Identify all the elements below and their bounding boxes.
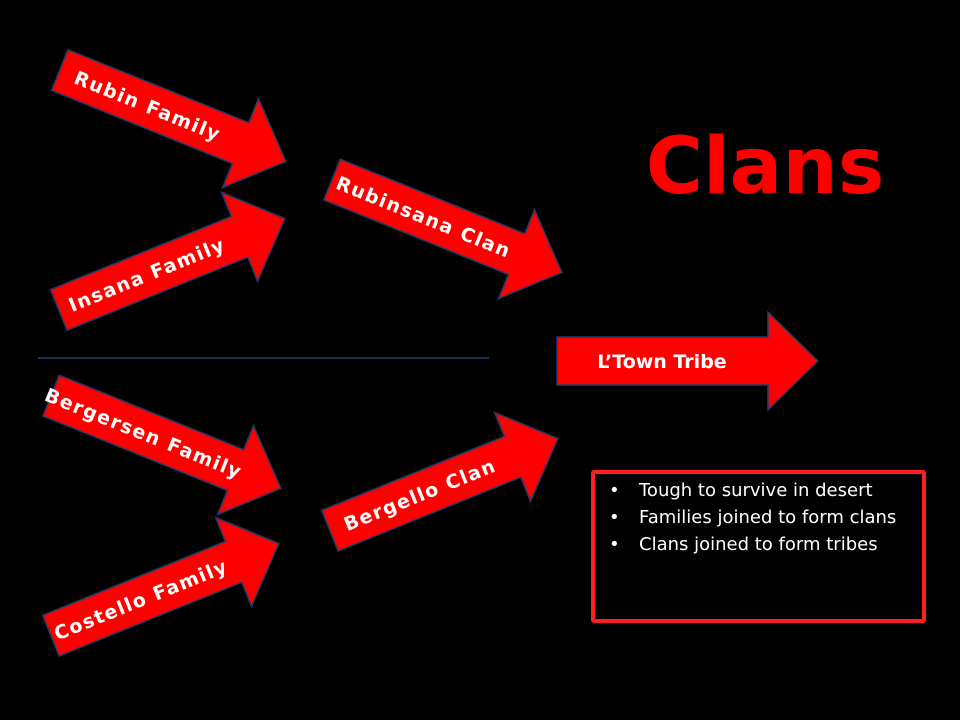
arrow-label: Bergersen Family <box>42 384 246 483</box>
family-arrow-costello: Costello Family <box>41 516 280 658</box>
arrow-label: L’Town Tribe <box>597 351 726 373</box>
bullet-text: Families joined to form clans <box>639 507 897 528</box>
arrow-shape <box>320 411 559 553</box>
clan-arrow-bergello: Bergello Clan <box>320 411 559 553</box>
bullet-icon: • <box>609 534 620 555</box>
arrow-shape <box>556 310 820 412</box>
arrow-shape <box>322 158 563 300</box>
info-box: • Tough to survive in desert • Families … <box>591 470 926 623</box>
arrow-shape <box>41 374 282 516</box>
family-arrow-insana: Insana Family <box>49 191 286 332</box>
tribe-arrow: L’Town Tribe <box>556 310 820 412</box>
bullet-item: • Families joined to form clans <box>609 507 916 528</box>
bullet-icon: • <box>609 480 620 501</box>
bullet-icon: • <box>609 507 620 528</box>
arrow-label: Rubinsana Clan <box>333 172 514 262</box>
family-arrow-rubin: Rubin Family <box>50 48 287 189</box>
arrow-shape <box>41 516 280 658</box>
bullet-text: Tough to survive in desert <box>639 480 873 501</box>
arrow-shape <box>49 191 286 332</box>
bullet-list: • Tough to survive in desert • Families … <box>609 480 916 561</box>
slide-title: Clans <box>645 122 885 212</box>
arrow-shape <box>50 48 287 189</box>
bullet-item: • Clans joined to form tribes <box>609 534 916 555</box>
family-arrow-bergersen: Bergersen Family <box>41 374 282 516</box>
bullet-item: • Tough to survive in desert <box>609 480 916 501</box>
clan-arrow-rubinsana: Rubinsana Clan <box>322 158 563 300</box>
bullet-text: Clans joined to form tribes <box>639 534 878 555</box>
